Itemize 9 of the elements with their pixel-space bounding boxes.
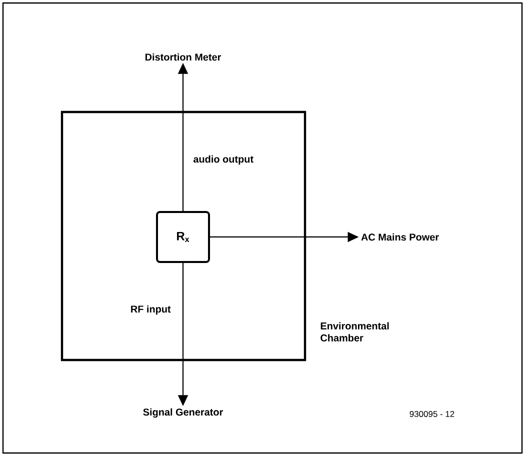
chamber-box xyxy=(60,110,306,362)
edge-label: audio output xyxy=(192,154,255,166)
edge-label: RF input xyxy=(129,304,172,316)
box-caption: Environmental Chamber xyxy=(320,322,389,342)
node-label: Signal Generator xyxy=(143,408,223,418)
figure-number: 930095 - 12 xyxy=(410,411,454,417)
node-label: Distortion Meter xyxy=(145,53,222,61)
receiver-box: R$_{x}$ xyxy=(156,210,210,263)
node-label: AC Mains Power xyxy=(361,233,439,241)
